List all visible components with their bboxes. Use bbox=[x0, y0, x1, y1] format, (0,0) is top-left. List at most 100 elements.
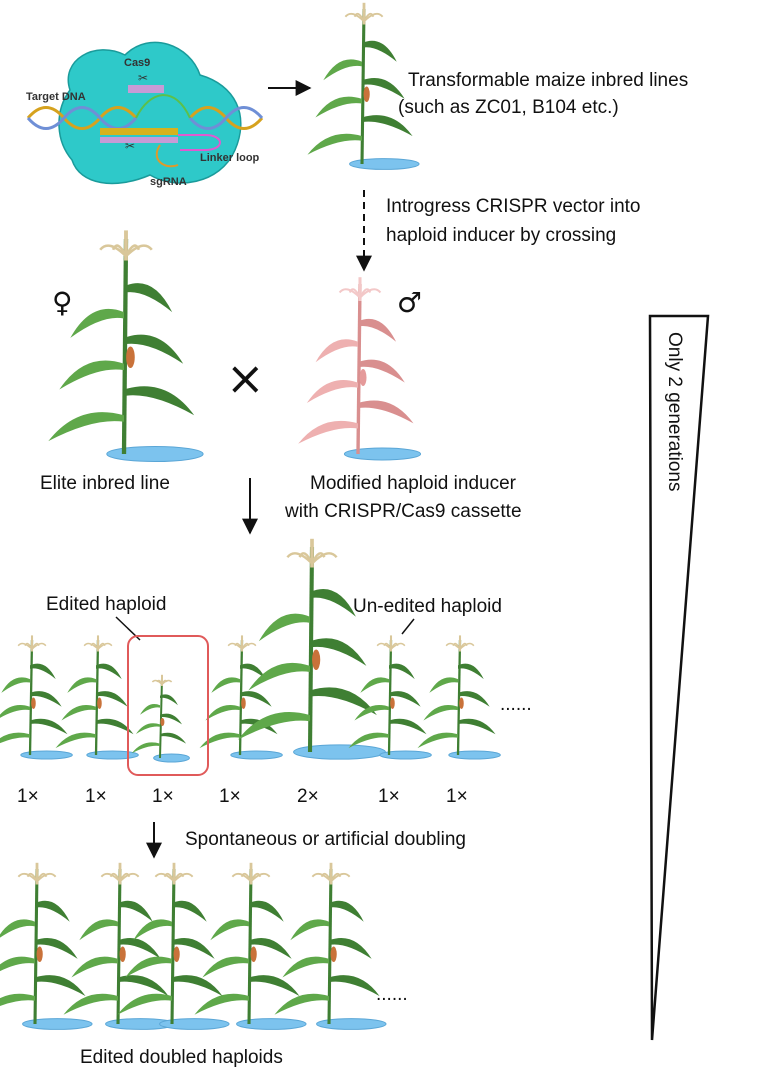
tassel bbox=[161, 679, 173, 685]
stalk bbox=[356, 283, 362, 455]
ploidy-label: 1× bbox=[446, 786, 468, 807]
leaf bbox=[358, 359, 405, 383]
leaf bbox=[310, 687, 377, 716]
pot bbox=[20, 750, 73, 760]
leaf bbox=[172, 975, 223, 997]
stalk bbox=[170, 868, 176, 1025]
leaf bbox=[35, 900, 70, 922]
leaf bbox=[389, 718, 427, 735]
tassel bbox=[36, 872, 57, 883]
inducer-label-line2: with CRISPR/Cas9 cassette bbox=[284, 501, 522, 522]
ear bbox=[36, 946, 43, 962]
leaf bbox=[0, 993, 35, 1007]
leaf bbox=[96, 718, 134, 735]
sgrna-linker-loop bbox=[178, 134, 221, 151]
leaf bbox=[315, 339, 358, 363]
stalk bbox=[28, 639, 34, 756]
leaf bbox=[240, 691, 272, 707]
pot bbox=[86, 750, 139, 760]
leaf bbox=[71, 956, 118, 978]
guide-duplex bbox=[100, 128, 178, 135]
leaf bbox=[117, 993, 172, 1015]
stalk bbox=[121, 238, 129, 455]
haploid-plant-1 bbox=[0, 635, 73, 760]
unwound-dna-top bbox=[135, 94, 191, 119]
tassel bbox=[311, 552, 338, 565]
leaf bbox=[329, 975, 380, 997]
generations-triangle bbox=[648, 314, 710, 1041]
stalk bbox=[238, 639, 244, 756]
ear bbox=[160, 718, 165, 726]
doubled-haploid-plant-1 bbox=[0, 862, 93, 1030]
introgress-label-line1: Introgress CRISPR vector into bbox=[386, 196, 640, 217]
ear bbox=[312, 649, 321, 670]
stalk bbox=[247, 868, 253, 1025]
leaf bbox=[458, 691, 490, 707]
leaf bbox=[237, 712, 310, 740]
stalk bbox=[456, 639, 462, 756]
pot bbox=[153, 753, 190, 763]
pot bbox=[448, 750, 501, 760]
leaf bbox=[417, 732, 458, 749]
ear bbox=[119, 946, 126, 962]
leaf bbox=[35, 975, 86, 997]
leaf bbox=[140, 704, 160, 715]
plants-layer bbox=[0, 2, 501, 1030]
leaf bbox=[240, 718, 278, 735]
diploid-plant-5 bbox=[237, 538, 386, 760]
sgrna-label: sgRNA bbox=[150, 176, 187, 188]
doubled-haploid-plant-3 bbox=[117, 862, 230, 1030]
leaf bbox=[389, 691, 421, 707]
leaf bbox=[0, 956, 35, 972]
leaf bbox=[329, 900, 364, 922]
leaf bbox=[55, 732, 96, 749]
leaf bbox=[358, 318, 397, 342]
elite-inbred-label: Elite inbred line bbox=[40, 473, 170, 494]
stalk bbox=[327, 868, 333, 1025]
target-dna-label: Target DNA bbox=[26, 91, 86, 103]
leaf bbox=[96, 691, 128, 707]
leaf bbox=[172, 900, 207, 922]
cas9-label: Cas9 bbox=[124, 57, 150, 69]
leaf bbox=[35, 937, 78, 959]
tassel bbox=[97, 642, 113, 650]
stalk bbox=[360, 8, 366, 165]
pot bbox=[293, 744, 386, 760]
pot bbox=[343, 447, 422, 461]
leaf bbox=[30, 691, 62, 707]
introgress-label-line2: haploid inducer by crossing bbox=[386, 225, 616, 246]
linker-loop-label: Linker loop bbox=[200, 152, 260, 164]
leaf bbox=[70, 308, 124, 338]
stalk bbox=[159, 677, 163, 759]
leaf bbox=[290, 919, 329, 941]
tassel bbox=[31, 642, 47, 650]
ear bbox=[363, 86, 370, 102]
leaf bbox=[362, 77, 405, 99]
leaf bbox=[310, 589, 356, 617]
leaf bbox=[310, 638, 367, 666]
unedited-haploid-pointer bbox=[401, 618, 415, 635]
cas9-protein-body bbox=[58, 41, 242, 185]
final-doubled-haploids-label: Edited doubled haploids bbox=[80, 1047, 283, 1068]
leaf bbox=[360, 677, 389, 693]
leaf bbox=[458, 663, 484, 680]
leaf bbox=[362, 40, 397, 62]
leaf bbox=[135, 723, 160, 734]
leaf bbox=[0, 704, 30, 718]
ear bbox=[390, 697, 395, 709]
leaf bbox=[48, 412, 124, 442]
pot bbox=[106, 445, 204, 463]
pot bbox=[236, 1018, 307, 1030]
haploid-plant-4 bbox=[199, 635, 283, 760]
inducer-label-line1: Modified haploid inducer bbox=[310, 473, 517, 494]
leaf bbox=[354, 704, 389, 721]
tassel bbox=[363, 12, 384, 23]
leaf bbox=[0, 732, 30, 744]
leaf bbox=[118, 975, 169, 997]
leaf bbox=[210, 919, 249, 941]
transformable-label-line2: (such as ZC01, B104 etc.) bbox=[398, 97, 619, 118]
tassel bbox=[330, 872, 351, 883]
leaf bbox=[96, 663, 122, 680]
doubled-haploid-plant-2 bbox=[63, 862, 176, 1030]
transformable-label-line1: Transformable maize inbred lines bbox=[408, 70, 688, 91]
